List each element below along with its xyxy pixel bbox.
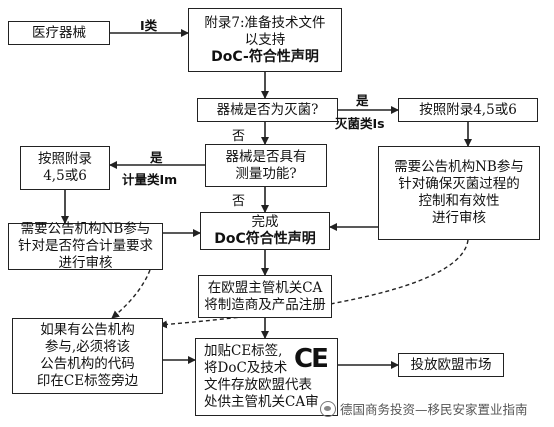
node-sterile-question-text: 器械是否为灭菌? bbox=[216, 101, 319, 118]
wechat-icon bbox=[320, 400, 336, 417]
node-eu-ca-line1: 在欧盟主管机关CA bbox=[207, 279, 323, 296]
node-annex7-line3: DoC-符合性声明 bbox=[211, 48, 319, 65]
node-nb-sterile-line4: 进行审核 bbox=[432, 210, 486, 226]
node-nb-code-line4: 印在CE标签旁边 bbox=[36, 373, 139, 389]
node-annex456-left-line1: 按照附录 bbox=[38, 151, 92, 167]
label-class1: Ⅰ类 bbox=[140, 18, 158, 33]
label-no-measure: 否 bbox=[232, 194, 246, 209]
node-nb-measure-line3: 进行审核 bbox=[58, 255, 113, 271]
dashed-nb-measure-to-code bbox=[111, 269, 151, 319]
node-nb-sterile-line2: 针对确保灭菌过程的 bbox=[398, 176, 520, 192]
node-nb-code: 如果有公告机构 参与,必须将该 公告机构的代码 印在CE标签旁边 bbox=[12, 318, 163, 394]
node-medical-device: 医疗器械 bbox=[8, 21, 110, 45]
label-yes-sterile: 是 bbox=[356, 93, 369, 108]
node-ce-label-line4: 处供主管机关CA审 bbox=[204, 394, 319, 410]
node-nb-measure-line1: 需要公告机构NB参与 bbox=[20, 221, 151, 237]
node-measure-question-line1: 器械是否具有 bbox=[225, 148, 307, 165]
node-eu-ca: 在欧盟主管机关CA 将制造商及产品注册 bbox=[198, 275, 332, 318]
node-nb-code-line1: 如果有公告机构 bbox=[40, 322, 135, 338]
label-sterile-class: 灭菌类Is bbox=[335, 116, 385, 131]
watermark: 德国商务投资—移民安家置业指南 bbox=[320, 399, 528, 418]
node-medical-device-text: 医疗器械 bbox=[32, 24, 86, 41]
node-nb-code-line2: 参与,必须将该 bbox=[44, 339, 131, 355]
node-sterile-question: 器械是否为灭菌? bbox=[197, 98, 338, 122]
node-measure-question: 器械是否具有 测量功能? bbox=[205, 144, 327, 187]
node-annex456-left-line2: 4,5或6 bbox=[43, 168, 87, 184]
label-yes-measure: 是 bbox=[150, 150, 163, 165]
node-measure-question-line2: 测量功能? bbox=[235, 165, 297, 182]
node-ce-label-line1: 加贴CE标签, bbox=[204, 343, 283, 359]
node-ce-label: 加贴CE标签, 将DoC及技术 文件存放欧盟代表 处供主管机关CA审 bbox=[195, 338, 338, 416]
node-annex7: 附录7:准备技术文件 以支持 DoC-符合性声明 bbox=[188, 8, 342, 72]
node-nb-sterile: 需要公告机构NB参与 针对确保灭菌过程的 控制和有效性 进行审核 bbox=[378, 146, 540, 240]
node-nb-sterile-line3: 控制和有效性 bbox=[418, 193, 500, 209]
node-nb-code-line3: 公告机构的代码 bbox=[40, 356, 135, 372]
ce-mark-logo: CE bbox=[294, 344, 329, 374]
node-nb-measure-line2: 针对是否符合计量要求 bbox=[18, 238, 153, 254]
watermark-text: 德国商务投资—移民安家置业指南 bbox=[340, 402, 528, 417]
node-ce-label-line3: 文件存放欧盟代表 bbox=[204, 377, 312, 393]
node-complete-doc-line1: 完成 bbox=[251, 214, 279, 230]
label-no-sterile: 否 bbox=[232, 129, 246, 144]
node-annex456-right: 按照附录4,5或6 bbox=[398, 98, 538, 122]
node-nb-sterile-line1: 需要公告机构NB参与 bbox=[394, 159, 524, 175]
node-market: 投放欧盟市场 bbox=[398, 353, 504, 377]
node-ce-label-line2: 将DoC及技术 bbox=[204, 360, 288, 376]
node-annex456-left: 按照附录 4,5或6 bbox=[20, 146, 110, 190]
node-eu-ca-line2: 将制造商及产品注册 bbox=[204, 296, 326, 313]
label-measure-class: 计量类Im bbox=[122, 172, 178, 187]
node-market-text: 投放欧盟市场 bbox=[410, 356, 492, 373]
node-nb-measure: 需要公告机构NB参与 针对是否符合计量要求 进行审核 bbox=[8, 221, 163, 271]
node-complete-doc-line2: DoC符合性声明 bbox=[214, 231, 316, 247]
node-annex7-line1: 附录7:准备技术文件 bbox=[204, 14, 326, 31]
node-annex456-right-text: 按照附录4,5或6 bbox=[419, 101, 517, 118]
node-annex7-line2: 以支持 bbox=[244, 31, 286, 48]
node-complete-doc: 完成 DoC符合性声明 bbox=[200, 212, 330, 250]
